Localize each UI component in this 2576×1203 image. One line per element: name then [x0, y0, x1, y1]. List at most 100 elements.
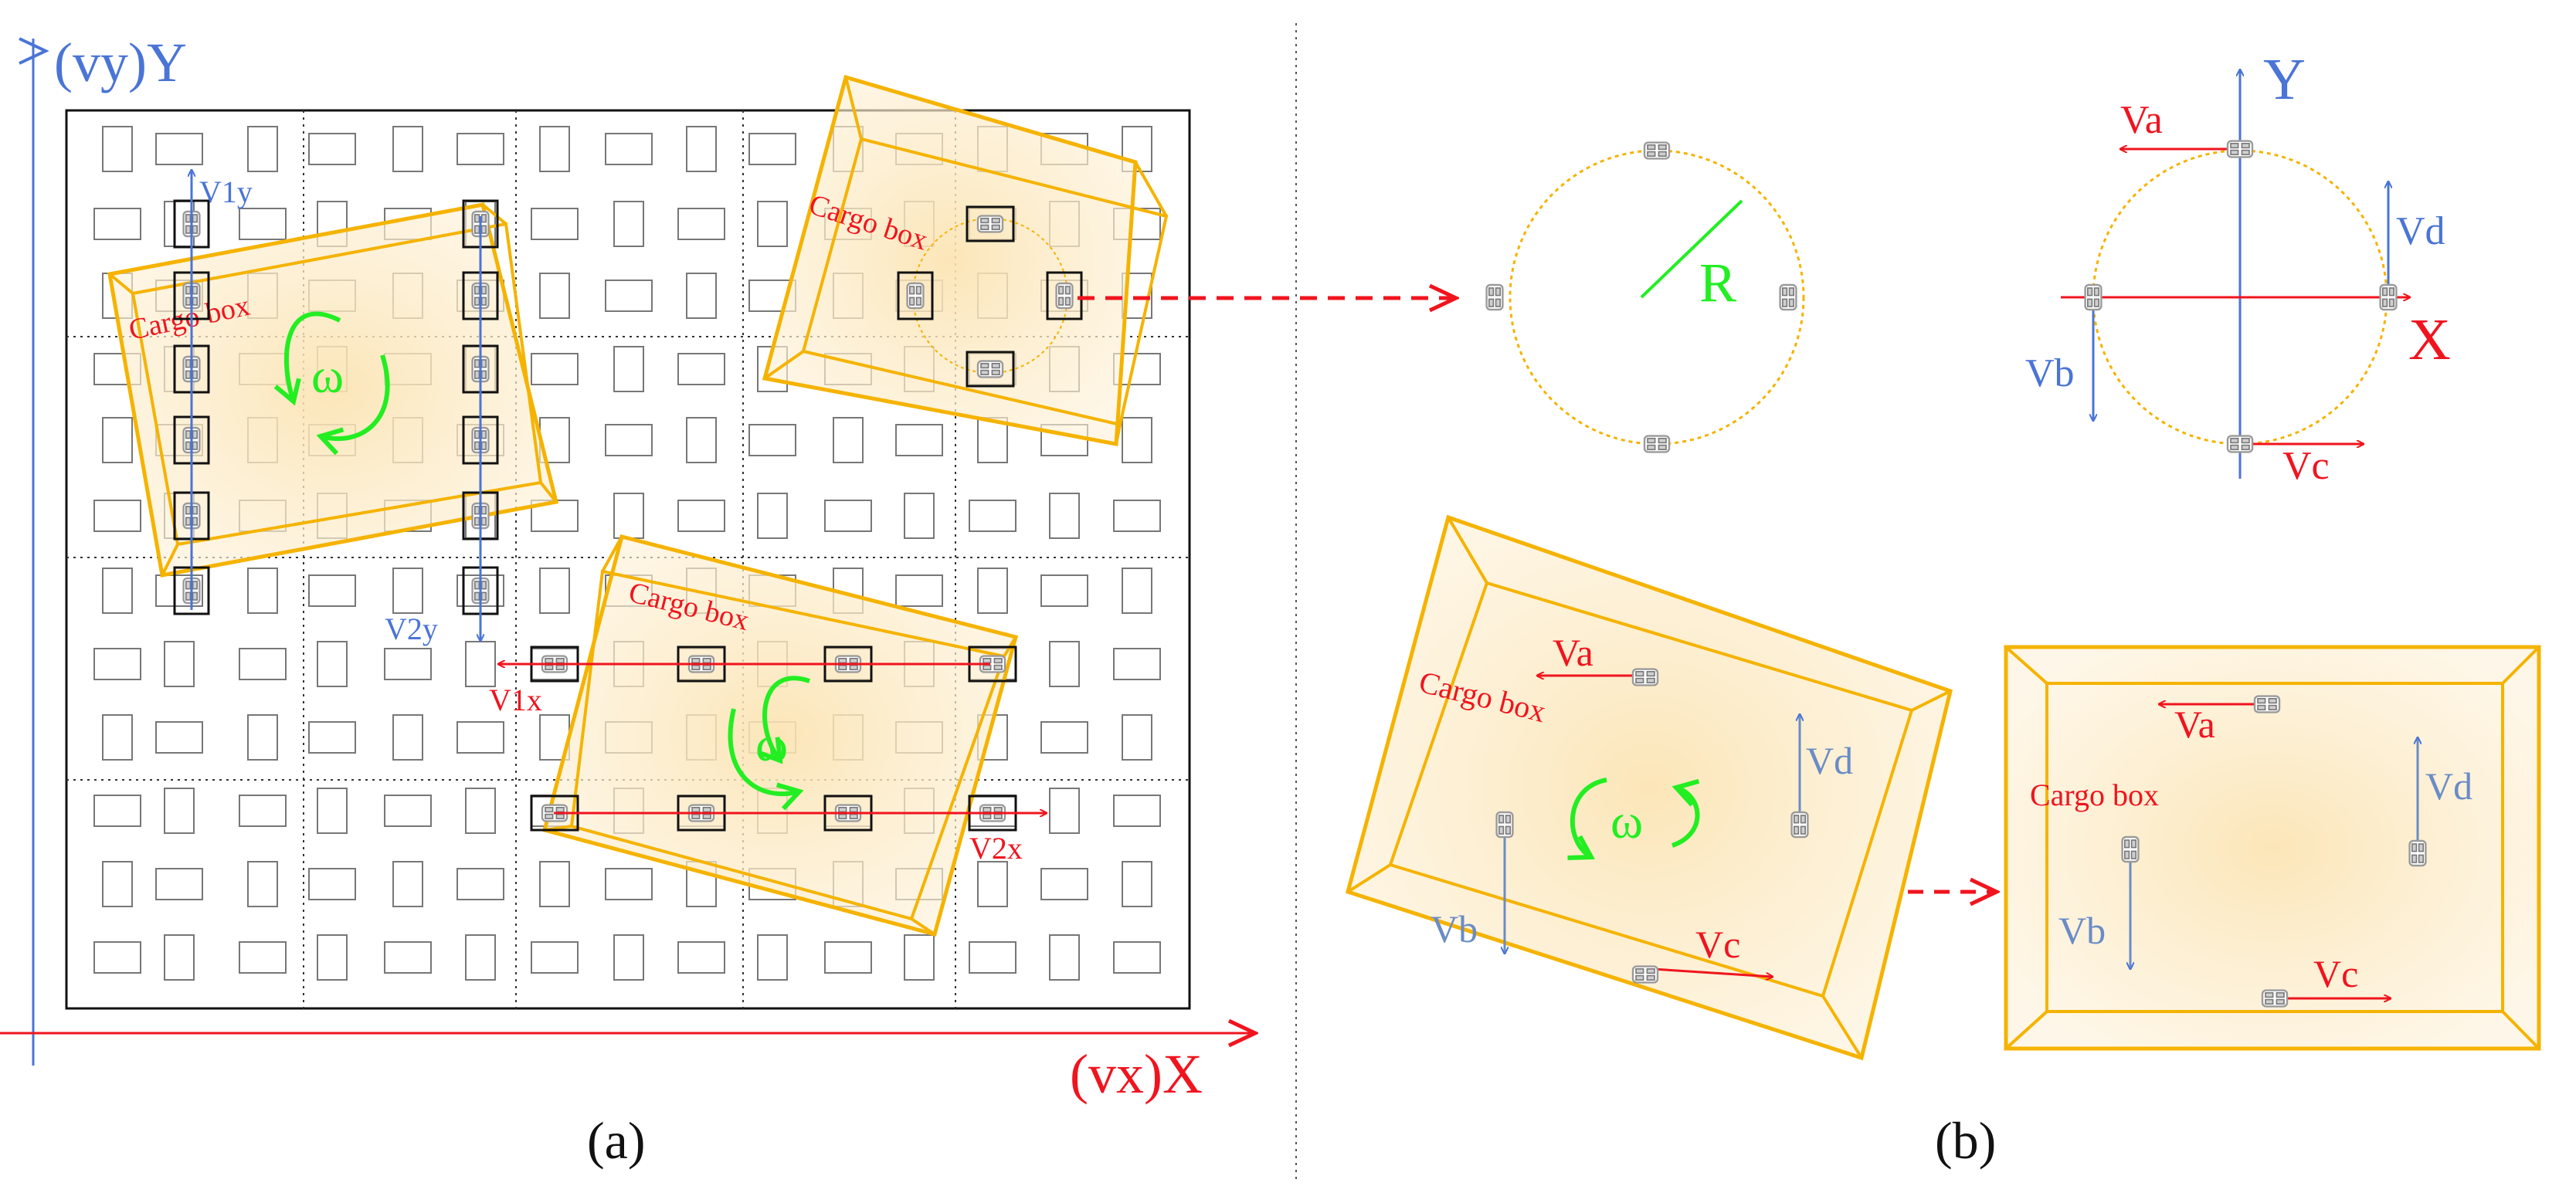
storage-cell	[93, 795, 141, 827]
storage-cell	[904, 934, 935, 981]
robot	[1643, 435, 1671, 453]
storage-cell	[539, 273, 570, 319]
storage-cell	[1122, 714, 1152, 761]
storage-cell	[1040, 721, 1088, 754]
robot-formation-velocities: Y X Va Vd Vb Vc	[2025, 47, 2451, 488]
storage-cell	[539, 861, 570, 907]
robot	[897, 271, 934, 320]
storage-cell	[239, 208, 287, 240]
storage-cell	[605, 133, 653, 165]
va-label: Va	[2120, 98, 2163, 142]
storage-cell	[317, 641, 348, 687]
storage-cell	[392, 568, 423, 614]
storage-cell	[677, 941, 725, 974]
storage-cell	[748, 133, 796, 165]
robot	[1046, 271, 1083, 320]
rotation-arrow	[1671, 778, 1700, 848]
axis-x-label: X	[2408, 307, 2451, 372]
robot	[2253, 695, 2281, 713]
storage-cell	[613, 346, 644, 392]
rotation-arrow	[316, 354, 390, 456]
storage-cell	[1049, 493, 1080, 539]
storage-cell	[392, 861, 423, 907]
vd-label: Vd	[2396, 209, 2445, 253]
storage-cell	[384, 941, 432, 974]
omega-symbol: ω	[311, 348, 344, 403]
storage-cell	[155, 868, 203, 900]
storage-cell	[1049, 934, 1080, 981]
storage-cell	[969, 500, 1016, 532]
rotation-arrow	[273, 311, 341, 406]
storage-cell	[605, 280, 653, 312]
storage-cell	[465, 641, 496, 687]
vb-label: Vb	[1431, 907, 1478, 951]
storage-cell	[392, 714, 423, 761]
storage-cell	[613, 493, 644, 539]
storage-cell	[757, 934, 788, 981]
storage-cell	[531, 353, 579, 385]
robot	[966, 205, 1015, 242]
storage-cell	[247, 126, 278, 172]
storage-cell	[93, 941, 141, 974]
vb-label: Vb	[2058, 909, 2106, 952]
cargo-box-2: Cargo box	[762, 74, 1169, 446]
robot	[2226, 435, 2254, 453]
storage-cell	[977, 568, 1008, 614]
vb-label: Vb	[2025, 351, 2075, 395]
vc-label: Vc	[1695, 923, 1740, 966]
radius-label: R	[1699, 252, 1736, 313]
storage-cell	[384, 648, 432, 680]
storage-cell	[155, 133, 203, 165]
radius-line	[1640, 199, 1743, 299]
storage-cell	[1113, 500, 1161, 532]
storage-cell	[1113, 941, 1161, 974]
storage-cell	[317, 788, 348, 834]
axis-y-label: Y	[2263, 47, 2306, 112]
rotation-arrow	[728, 708, 804, 811]
robot	[1779, 283, 1797, 311]
va-label: Va	[1553, 631, 1593, 674]
cargo-box-label: Cargo box	[2030, 778, 2159, 812]
robot	[2379, 283, 2398, 311]
robot	[1495, 811, 1514, 839]
caption-b: (b)	[1935, 1111, 1996, 1170]
storage-cell	[465, 934, 496, 981]
storage-cell	[1122, 861, 1152, 907]
storage-cell	[102, 714, 133, 761]
storage-cell	[247, 861, 278, 907]
storage-cell	[757, 493, 788, 539]
v1x-label: V1x	[489, 683, 542, 717]
storage-cell	[308, 133, 356, 165]
storage-cell	[833, 417, 864, 463]
storage-cell	[93, 648, 141, 680]
storage-cell	[895, 574, 943, 607]
storage-cell	[456, 721, 504, 754]
storage-cell	[686, 417, 717, 463]
storage-cell	[677, 353, 725, 385]
x-axis-label: (vx)X	[1070, 1043, 1203, 1105]
storage-cell	[102, 126, 133, 172]
storage-cell	[247, 714, 278, 761]
robot	[1631, 965, 1659, 984]
robot	[1631, 668, 1659, 686]
y-axis-label: (vy)Y	[54, 32, 187, 93]
storage-cell	[308, 868, 356, 900]
storage-cell	[164, 788, 195, 834]
storage-cell	[539, 126, 570, 172]
storage-cell	[969, 941, 1016, 974]
storage-cell	[317, 934, 348, 981]
cargo-box-flat: Cargo box Va Vd Vb Vc	[2004, 645, 2541, 1051]
storage-cell	[677, 500, 725, 532]
storage-cell	[465, 788, 496, 834]
storage-cell	[605, 868, 653, 900]
robot	[1485, 283, 1504, 311]
robot	[1643, 141, 1671, 160]
robot	[2408, 839, 2427, 867]
cargo-box-1: Cargo box ω	[107, 202, 559, 578]
storage-cell	[904, 493, 935, 539]
v2x-label: V2x	[969, 831, 1023, 866]
storage-cell	[247, 568, 278, 614]
storage-cell	[93, 208, 141, 240]
robot	[1790, 811, 1809, 839]
